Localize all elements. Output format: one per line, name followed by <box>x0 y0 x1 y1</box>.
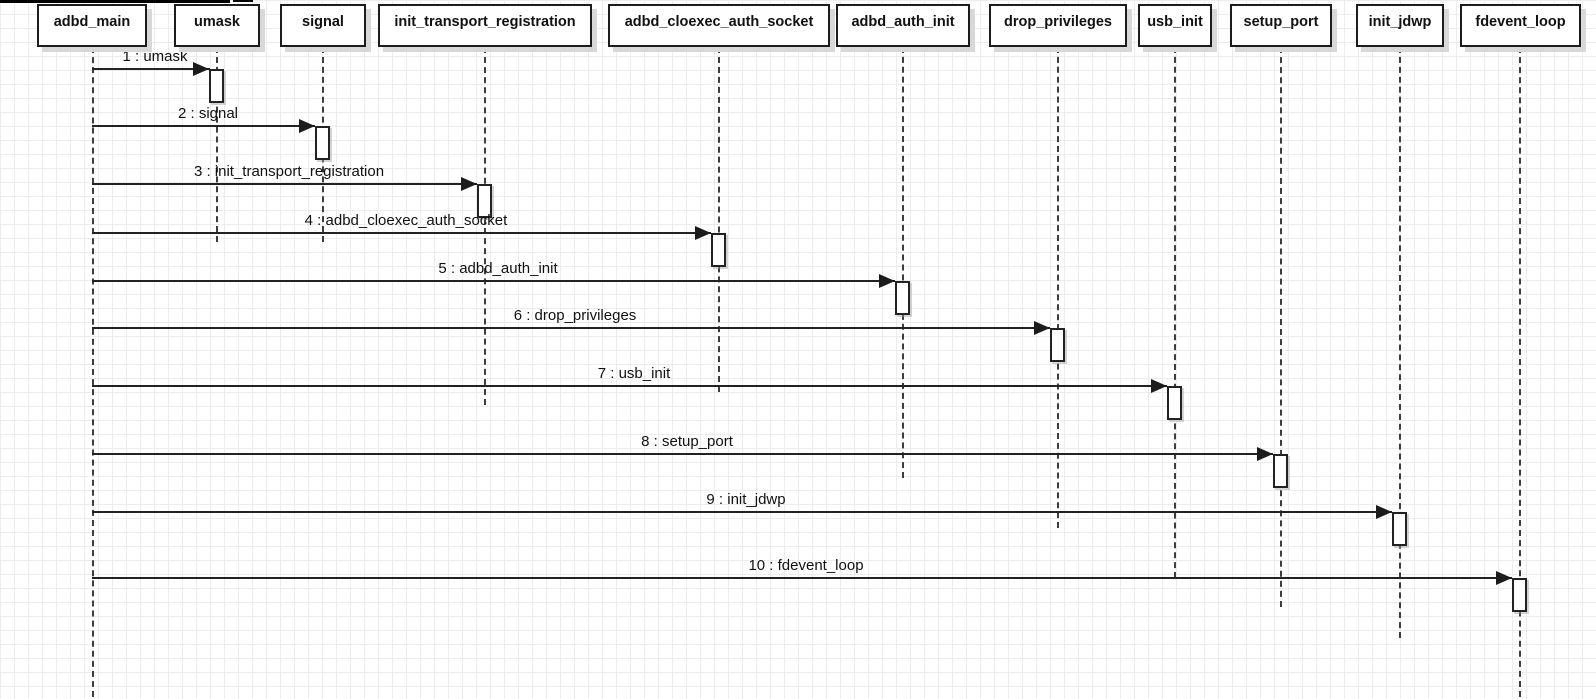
actor-adbd_auth_init[interactable]: adbd_auth_init <box>836 4 970 47</box>
lifeline-adbd_cloexec_auth_socket[interactable] <box>718 47 720 392</box>
lifeline-umask[interactable] <box>216 47 218 242</box>
message-arrow-4[interactable] <box>92 232 711 234</box>
message-arrow-1[interactable] <box>92 68 210 70</box>
actor-usb_init[interactable]: usb_init <box>1138 4 1212 47</box>
activation-bar-init_transport_registration[interactable] <box>477 184 492 218</box>
arrowhead-icon <box>879 274 895 288</box>
message-arrow-9[interactable] <box>92 511 1392 513</box>
actor-adbd_cloexec_auth_socket[interactable]: adbd_cloexec_auth_socket <box>608 4 830 47</box>
actor-drop_privileges[interactable]: drop_privileges <box>989 4 1127 47</box>
actor-init_jdwp[interactable]: init_jdwp <box>1356 4 1444 47</box>
message-label-1[interactable]: 1 : umask <box>122 48 188 65</box>
message-arrow-2[interactable] <box>92 125 315 127</box>
arrowhead-icon <box>1034 321 1050 335</box>
activation-bar-adbd_cloexec_auth_socket[interactable] <box>711 233 726 267</box>
arrowhead-icon <box>1151 379 1167 393</box>
message-label-6[interactable]: 6 : drop_privileges <box>513 307 637 324</box>
actor-fdevent_loop[interactable]: fdevent_loop <box>1460 4 1581 47</box>
window-chrome-remnant <box>0 0 230 3</box>
window-chrome-remnant <box>233 0 253 2</box>
lifeline-drop_privileges[interactable] <box>1057 47 1059 528</box>
lifeline-adbd_auth_init[interactable] <box>902 47 904 478</box>
message-label-10[interactable]: 10 : fdevent_loop <box>748 557 864 574</box>
arrowhead-icon <box>1496 571 1512 585</box>
activation-bar-adbd_auth_init[interactable] <box>895 281 910 315</box>
arrowhead-icon <box>1257 447 1273 461</box>
actor-signal[interactable]: signal <box>280 4 366 47</box>
lifeline-usb_init[interactable] <box>1174 47 1176 578</box>
message-arrow-3[interactable] <box>92 183 477 185</box>
lifeline-fdevent_loop[interactable] <box>1519 47 1521 697</box>
arrowhead-icon <box>695 226 711 240</box>
message-label-2[interactable]: 2 : signal <box>177 105 239 122</box>
activation-bar-drop_privileges[interactable] <box>1050 328 1065 362</box>
message-label-7[interactable]: 7 : usb_init <box>597 365 671 382</box>
activation-bar-init_jdwp[interactable] <box>1392 512 1407 546</box>
arrowhead-icon <box>299 119 315 133</box>
activation-bar-usb_init[interactable] <box>1167 386 1182 420</box>
activation-bar-setup_port[interactable] <box>1273 454 1288 488</box>
message-arrow-7[interactable] <box>92 385 1167 387</box>
lifeline-init_transport_registration[interactable] <box>484 47 486 405</box>
message-label-3[interactable]: 3 : init_transport_registration <box>193 163 385 180</box>
arrowhead-icon <box>193 62 209 76</box>
arrowhead-icon <box>1376 505 1392 519</box>
lifeline-adbd_main[interactable] <box>91 47 94 697</box>
activation-bar-fdevent_loop[interactable] <box>1512 578 1527 612</box>
message-arrow-8[interactable] <box>92 453 1273 455</box>
lifeline-setup_port[interactable] <box>1280 47 1282 607</box>
message-label-5[interactable]: 5 : adbd_auth_init <box>438 260 558 277</box>
message-arrow-10[interactable] <box>92 577 1512 579</box>
message-arrow-5[interactable] <box>92 280 895 282</box>
actor-setup_port[interactable]: setup_port <box>1230 4 1332 47</box>
lifeline-init_jdwp[interactable] <box>1399 47 1401 638</box>
message-label-8[interactable]: 8 : setup_port <box>641 433 733 450</box>
actor-umask[interactable]: umask <box>174 4 260 47</box>
actor-init_transport_registration[interactable]: init_transport_registration <box>378 4 592 47</box>
activation-bar-signal[interactable] <box>315 126 330 160</box>
actor-adbd_main[interactable]: adbd_main <box>37 4 147 47</box>
message-label-4[interactable]: 4 : adbd_cloexec_auth_socket <box>304 212 508 229</box>
message-arrow-6[interactable] <box>92 327 1050 329</box>
activation-bar-umask[interactable] <box>209 69 224 103</box>
arrowhead-icon <box>461 177 477 191</box>
message-label-9[interactable]: 9 : init_jdwp <box>706 491 786 508</box>
